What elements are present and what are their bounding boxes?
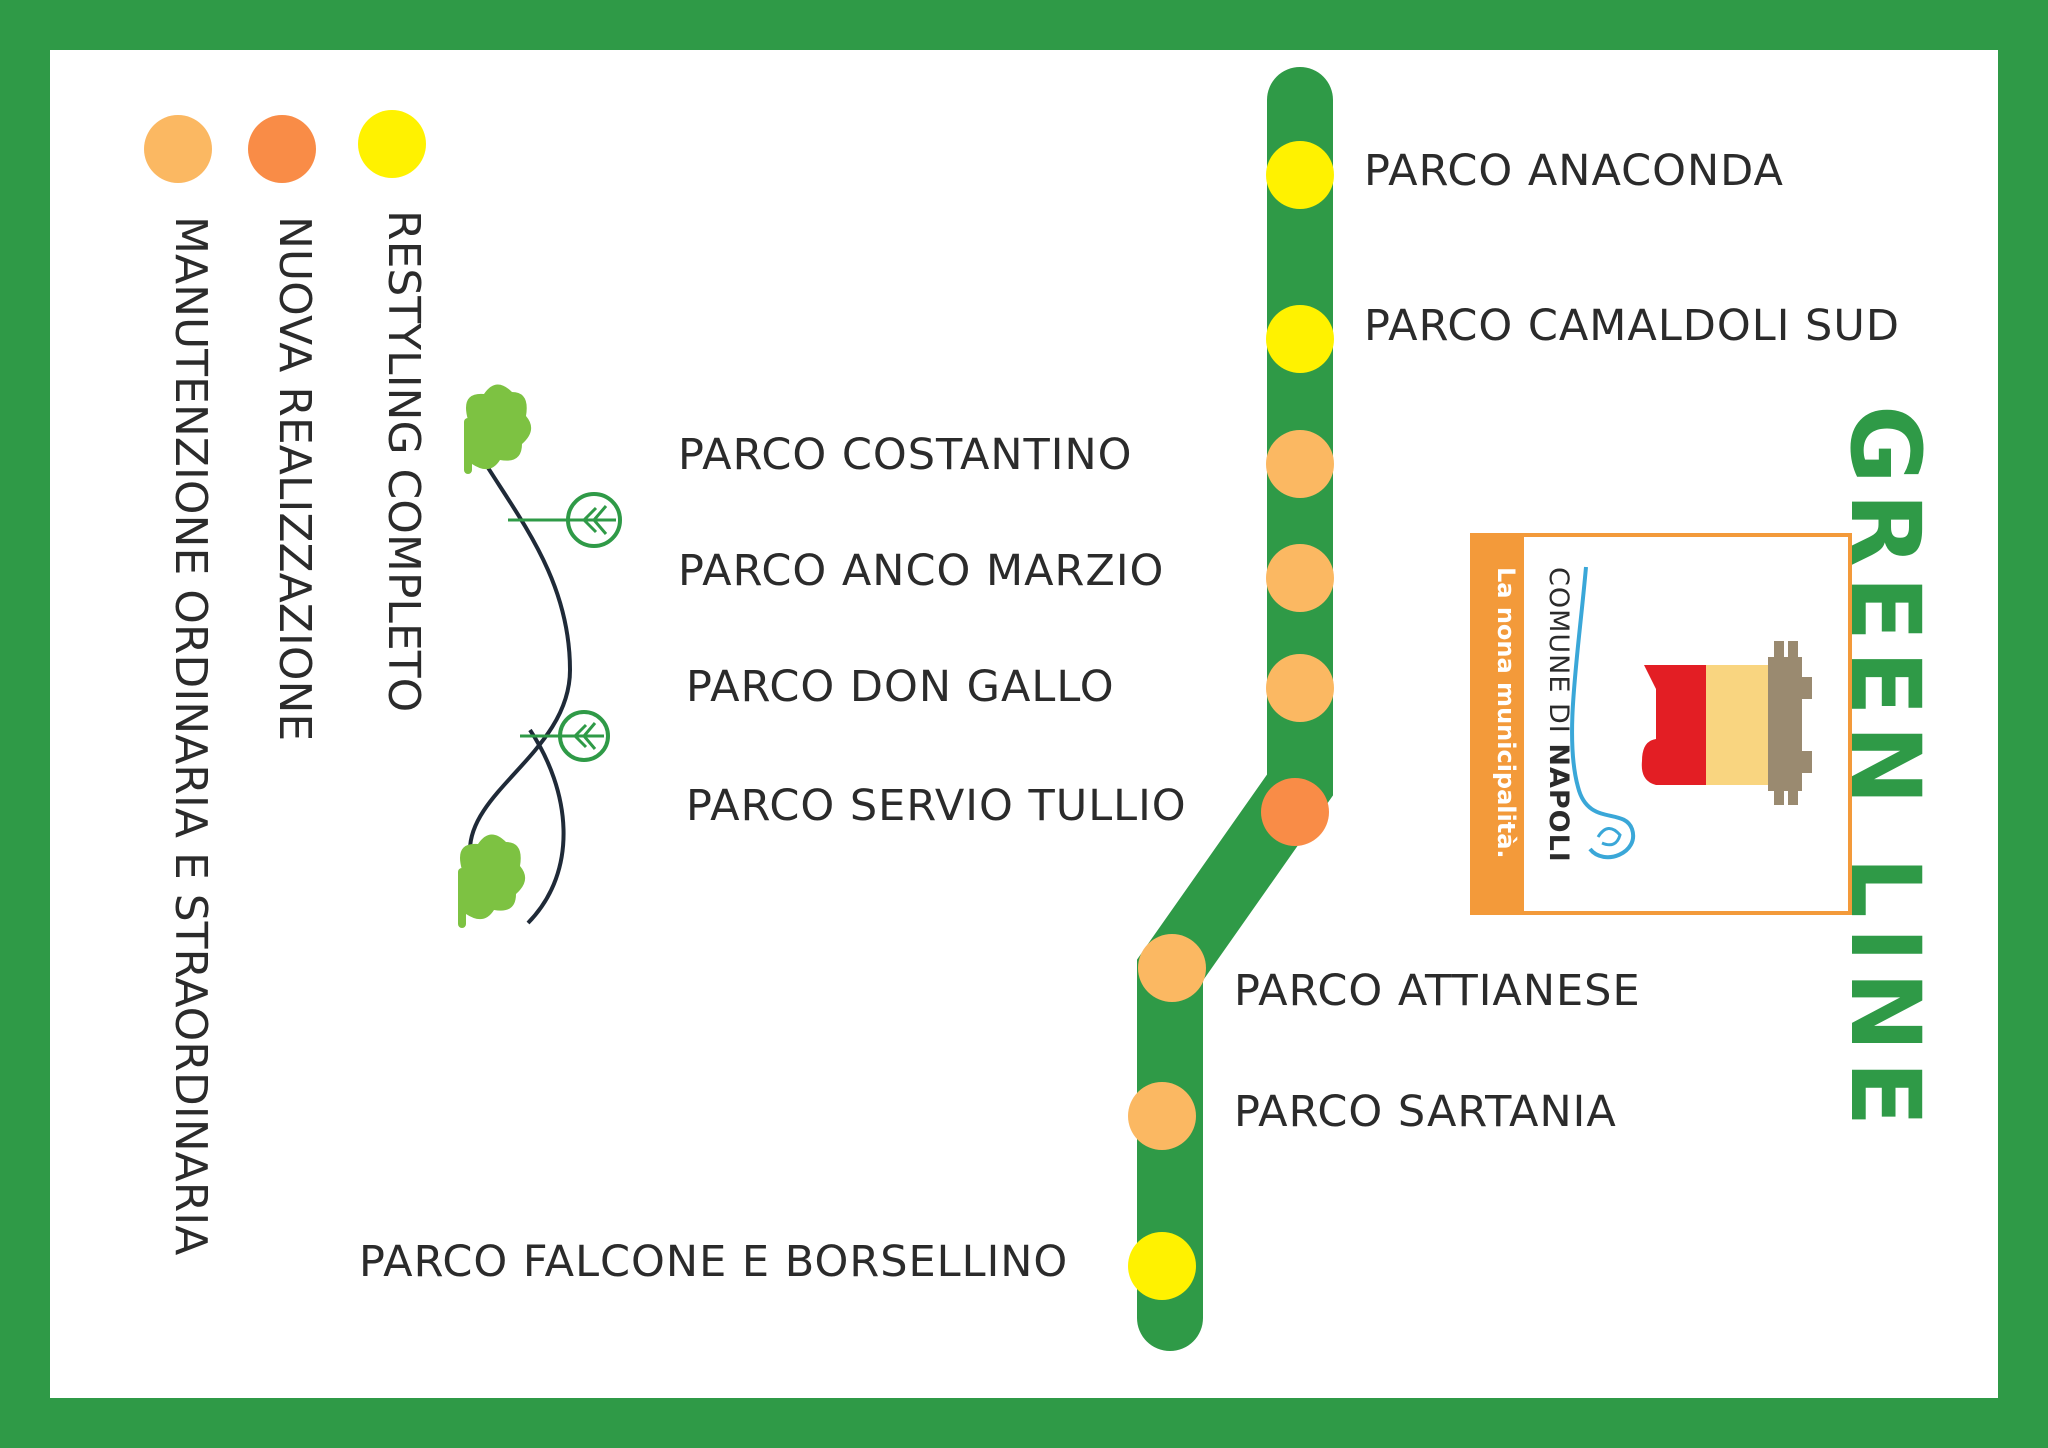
station-label-servio-tullio: PARCO SERVIO TULLIO	[686, 781, 1187, 831]
napoli-coat-of-arms-icon	[1570, 566, 1812, 860]
station-label-don-gallo: PARCO DON GALLO	[686, 662, 1115, 712]
station-label-costantino: PARCO COSTANTINO	[678, 430, 1133, 480]
station-dot	[1266, 544, 1334, 612]
line-map	[458, 67, 1334, 1351]
legend-label-nuova: NUOVA REALIZZAZIONE	[269, 216, 320, 742]
station-dot	[1266, 654, 1334, 722]
station-label-anco-marzio: PARCO ANCO MARZIO	[678, 546, 1165, 596]
legend-dot-nuova	[248, 115, 316, 183]
station-dot	[1128, 1082, 1196, 1150]
station-label-attianese: PARCO ATTIANESE	[1234, 966, 1641, 1016]
station-dots	[1128, 141, 1334, 1300]
logo-band	[1474, 537, 1524, 911]
legend-label-restyling: RESTYLING COMPLETO	[378, 210, 429, 713]
station-label-anaconda: PARCO ANACONDA	[1364, 146, 1784, 196]
station-dot	[1266, 305, 1334, 373]
station-dot	[1261, 778, 1329, 846]
station-dot	[1128, 1232, 1196, 1300]
legend-label-manutenzione: MANUTENZIONE ORDINARIA E STRAORDINARIA	[165, 216, 216, 1256]
sprout-branch-icon	[458, 384, 622, 928]
station-dot	[1266, 141, 1334, 209]
station-dot	[1266, 430, 1334, 498]
legend-dot-restyling	[358, 110, 426, 178]
station-label-falcone-borsellino: PARCO FALCONE E BORSELLINO	[359, 1237, 1069, 1287]
legend-dot-manutenzione	[144, 115, 212, 183]
map-card: RESTYLING COMPLETO NUOVA REALIZZAZIONE M…	[50, 50, 1998, 1398]
municipality-logo: La nona municipalità. COMUNE DI NAPOLI	[1470, 533, 1852, 915]
station-dot	[1138, 934, 1206, 1002]
map-title: GREEN LINE	[1829, 405, 1941, 1136]
station-label-camaldoli-sud: PARCO CAMALDOLI SUD	[1364, 301, 1900, 351]
station-label-sartania: PARCO SARTANIA	[1234, 1087, 1617, 1137]
